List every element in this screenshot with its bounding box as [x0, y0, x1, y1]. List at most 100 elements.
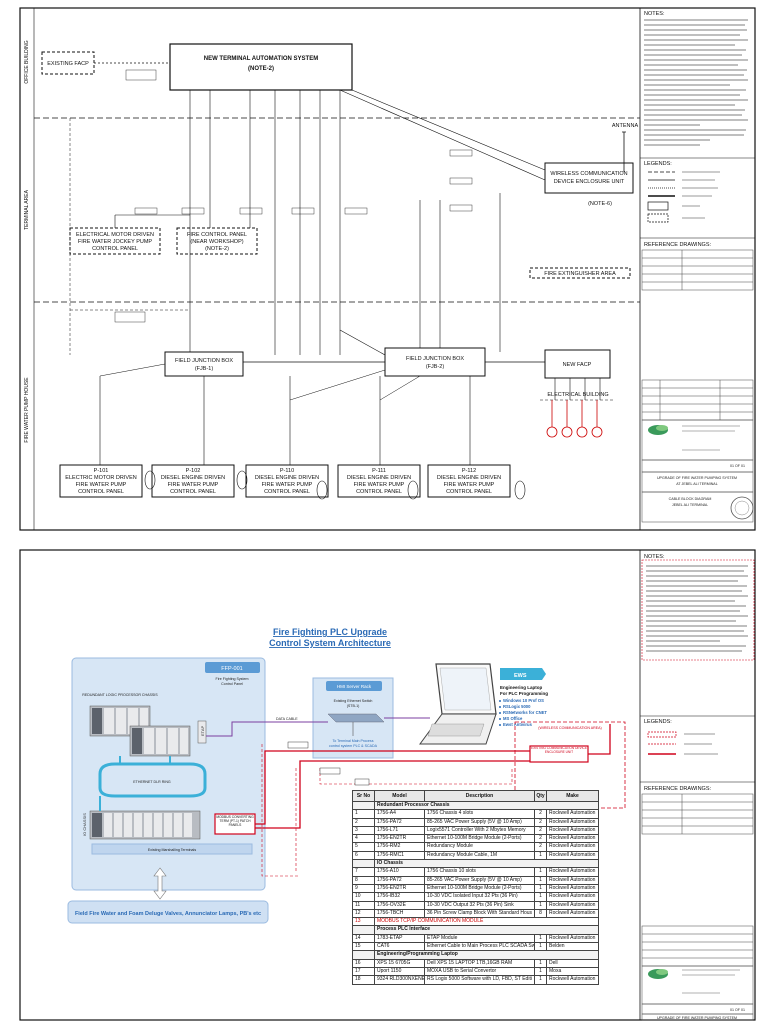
- pump-line3: CONTROL PANEL: [446, 489, 492, 495]
- fire-control-panel-line3: (NOTE-2): [205, 246, 229, 252]
- table-cell: 11: [352, 900, 375, 910]
- ethernet-switch-icon: [327, 713, 385, 723]
- ffp-subtitle: Control Panel: [221, 682, 243, 686]
- table-row: Redundant Processor Chassis: [352, 800, 599, 811]
- table-row: Process PLC Interface: [352, 925, 599, 935]
- notes-header: NOTES:: [644, 11, 665, 17]
- alarm-devices: [546, 400, 603, 438]
- cable-block-diagram: OFFICE BUILDING TERMINAL AREA FIRE WATER…: [19, 7, 756, 531]
- pump-line2: FIRE WATER PUMP: [168, 482, 219, 488]
- pump-tag: P-102: [186, 468, 201, 474]
- table-cell: 1756-L71: [374, 825, 425, 836]
- data-cable-purple: [206, 721, 328, 737]
- to-main-line1: To Terminal Main Process: [332, 739, 373, 743]
- column-header: Qty: [534, 790, 547, 802]
- table-cell: 12: [352, 908, 375, 919]
- pump-tag: P-110: [280, 468, 294, 474]
- table-cell: Rockwell Automation: [546, 900, 599, 910]
- legend-symbols: [647, 731, 677, 755]
- table-cell: Rockwell Automation: [546, 834, 599, 844]
- table-cell: 1756 Chassis 4 slots: [424, 809, 535, 819]
- table-cell: 10-30 VDC Output 32 Pts (36 Pin) Sink: [424, 900, 535, 910]
- table-cell: 7: [352, 867, 375, 877]
- company-logo-icon: [648, 969, 668, 979]
- ews-title: Engineering Laptop: [500, 685, 543, 690]
- wireless-subtitle: DEVICE ENCLOSURE UNIT: [554, 179, 625, 185]
- field-devices-box: [67, 900, 269, 924]
- table-cell: 9: [352, 883, 375, 894]
- terminal-automation-system-note: (NOTE-2): [248, 66, 274, 72]
- table-cell: 1756-A4: [374, 809, 425, 819]
- table-cell: 1: [534, 966, 547, 977]
- fjb2-tag: (FJB-2): [426, 364, 445, 370]
- pump-line1: DIESEL ENGINE DRIVEN: [255, 475, 319, 481]
- table-cell: Rockwell Automation: [546, 875, 599, 885]
- sheet-number: 01 OF 01: [730, 1008, 745, 1012]
- pump-line1: DIESEL ENGINE DRIVEN: [161, 475, 225, 481]
- cable-block-diagram-sheet: OFFICE BUILDING TERMINAL AREA FIRE WATER…: [19, 7, 756, 531]
- notes-header: NOTES:: [644, 554, 665, 560]
- reference-header: REFERENCE DRAWINGS:: [644, 786, 711, 792]
- table-cell: 2: [534, 825, 547, 836]
- hmi-tag: HMI Server Rack: [337, 684, 372, 689]
- notes-text-lines: [644, 19, 748, 146]
- table-cell: 8: [534, 908, 547, 919]
- etap-module: [197, 720, 207, 744]
- pump-line3: CONTROL PANEL: [78, 489, 124, 495]
- pump-panel-p101: P-101 ELECTRIC MOTOR DRIVEN FIRE WATER P…: [59, 464, 143, 498]
- table-cell: Ethernet Cable to Main Process PLC SCADA…: [424, 942, 535, 952]
- table-cell: 17: [352, 966, 375, 977]
- ethernet-dlr-ring: [98, 762, 207, 798]
- table-cell: ETAP Module: [424, 933, 535, 944]
- new-facp-label: NEW FACP: [563, 362, 592, 368]
- table-cell: 1756-PA72: [374, 817, 425, 827]
- chassis-label: REDUNDANT LOGIC PROCESSOR CHASSIS: [82, 693, 158, 697]
- laptop-icon: [419, 663, 497, 745]
- pump-panel-p111: P-111 DIESEL ENGINE DRIVEN FIRE WATER PU…: [337, 464, 421, 498]
- fire-control-panel-line1: FIRE CONTROL PANEL: [187, 232, 247, 238]
- jockey-panel-line1: ELECTRICAL MOTOR DRIVEN: [76, 232, 154, 238]
- table-cell: [352, 950, 375, 960]
- table-row: IO Chassis: [352, 859, 599, 869]
- red-cable-routes: [255, 724, 611, 829]
- existing-facp-label: EXISTING FACP: [47, 61, 89, 67]
- table-cell: 1756-TBCH: [374, 908, 425, 919]
- table-cell: 1: [534, 958, 547, 968]
- dlr-ring-label: ETHERNET DLR RING: [133, 780, 171, 784]
- table-cell: [352, 859, 375, 869]
- table-cell: 1756-OV32E: [374, 900, 425, 910]
- control-system-architecture-sheet: Fire Fighting PLC Upgrade Control System…: [0, 546, 768, 1024]
- table-cell: 1783-ETAP: [374, 933, 425, 944]
- table-cell: 2: [534, 817, 547, 827]
- wireless-note: (NOTE-6): [588, 201, 612, 207]
- zone-fire-water-pump-house: FIRE WATER PUMP HOUSE: [24, 377, 30, 443]
- table-cell: RS Logix 5000 Software with LD, FBD, ST …: [424, 975, 535, 985]
- table-cell: 1: [534, 933, 547, 944]
- title-block-line1: UPGRADE OF FIRE WATER PUMPING SYSTEM: [657, 1016, 737, 1020]
- ffp-tag-box: [205, 662, 260, 673]
- table-cell: Dell XPS 15 LAPTOP 1TB,16GB RAM: [424, 958, 535, 968]
- pump-line2: FIRE WATER PUMP: [354, 482, 405, 488]
- table-cell: 5: [352, 842, 375, 852]
- table-cell: 85-265 VAC Power Supply (5V @ 10 Amp): [424, 817, 535, 827]
- pump-line2: FIRE WATER PUMP: [76, 482, 127, 488]
- switch-line1: Existing Ethernet Switch: [334, 699, 373, 703]
- table-cell: Redundant Processor Chassis: [374, 800, 599, 811]
- io-chassis-image: [89, 810, 201, 840]
- data-cable-label: DATA CABLE: [276, 717, 298, 721]
- switch-line2: (STB-1): [347, 704, 360, 708]
- table-cell: Belden: [546, 942, 599, 952]
- wireless-enclosure-label: EXISTING COMMUNICATION DEVICE ENCLOSURE …: [531, 747, 587, 754]
- table-cell: MOXA USB to Serial Convertor: [424, 966, 535, 977]
- terminal-automation-system-box: [169, 43, 353, 91]
- column-header: Make: [546, 790, 599, 802]
- ews-item: Ewst Antivirus: [503, 722, 533, 727]
- table-cell: Rockwell Automation: [546, 850, 599, 861]
- table-cell: 2: [534, 842, 547, 852]
